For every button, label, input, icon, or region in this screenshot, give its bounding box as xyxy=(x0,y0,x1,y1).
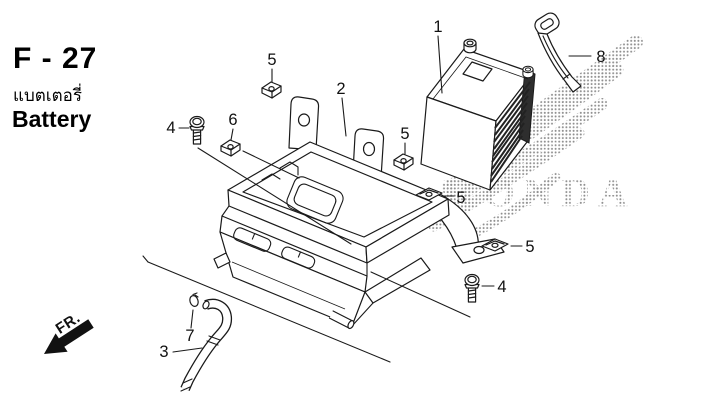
callout-2: 2 xyxy=(336,80,347,137)
leader-line-nut-clip xyxy=(242,150,300,179)
battery-terminal xyxy=(522,65,534,79)
callout-label: 2 xyxy=(336,80,345,98)
callout-4-left: 4 xyxy=(166,119,190,137)
clip-top xyxy=(261,81,282,99)
callout-1: 1 xyxy=(433,18,443,94)
bracket-hole xyxy=(473,245,485,255)
drain-tube-drawing xyxy=(180,298,233,392)
battery-box-drawing xyxy=(213,96,505,330)
callout-label: 5 xyxy=(456,189,465,207)
callout-5-bottom: 5 xyxy=(510,238,535,256)
callout-label: 3 xyxy=(159,343,168,361)
tube-opening xyxy=(202,300,210,310)
title-english: Battery xyxy=(12,106,92,132)
callout-label: 7 xyxy=(185,327,194,345)
callout-label: 4 xyxy=(497,278,506,296)
bolt-right xyxy=(464,273,480,303)
callout-4-right: 4 xyxy=(481,278,507,296)
callout-label: 1 xyxy=(433,18,442,36)
callout-label: 5 xyxy=(267,51,276,69)
leader-line-bolt-left xyxy=(197,147,352,245)
tube-clamp-drawing xyxy=(189,292,199,307)
bolt-left xyxy=(189,115,205,145)
frame-reference-line xyxy=(142,255,391,363)
callout-label: 5 xyxy=(525,238,534,256)
tray-slots xyxy=(233,227,316,269)
drain-spout xyxy=(328,310,355,330)
callout-5-left: 5 xyxy=(443,189,466,207)
lower-tray-end xyxy=(364,257,431,304)
callout-3: 3 xyxy=(159,343,203,361)
tab-hole xyxy=(362,141,376,157)
leader-line-bolt-right xyxy=(370,271,471,318)
callout-6: 6 xyxy=(228,111,238,141)
battery-terminal xyxy=(463,38,477,54)
battery-band-drawing xyxy=(534,12,582,93)
battery-top-pad xyxy=(462,61,493,82)
callout-label: 4 xyxy=(166,119,175,137)
front-direction-indicator: FR. xyxy=(44,309,94,354)
tube-marks xyxy=(180,335,221,392)
callout-5-top: 5 xyxy=(267,51,277,83)
callout-label: 5 xyxy=(400,125,409,143)
left-foot xyxy=(213,252,231,269)
tray-inner-structure xyxy=(261,161,344,224)
callout-label: 8 xyxy=(596,48,605,66)
tab-hole xyxy=(297,113,311,127)
fr-arrow-icon xyxy=(44,319,94,354)
callout-7: 7 xyxy=(185,309,195,345)
battery-vent-stripes xyxy=(490,81,531,183)
callout-label: 6 xyxy=(228,111,237,129)
callout-5-mid: 5 xyxy=(400,125,410,155)
title-thai: แบตเตอรี่ xyxy=(13,86,82,105)
clip-mid xyxy=(393,153,414,171)
battery-drawing xyxy=(420,38,536,191)
callout-8: 8 xyxy=(568,48,606,66)
page-code: F - 27 xyxy=(13,42,98,75)
tray-wall xyxy=(365,198,450,264)
nut-clip xyxy=(220,139,241,157)
